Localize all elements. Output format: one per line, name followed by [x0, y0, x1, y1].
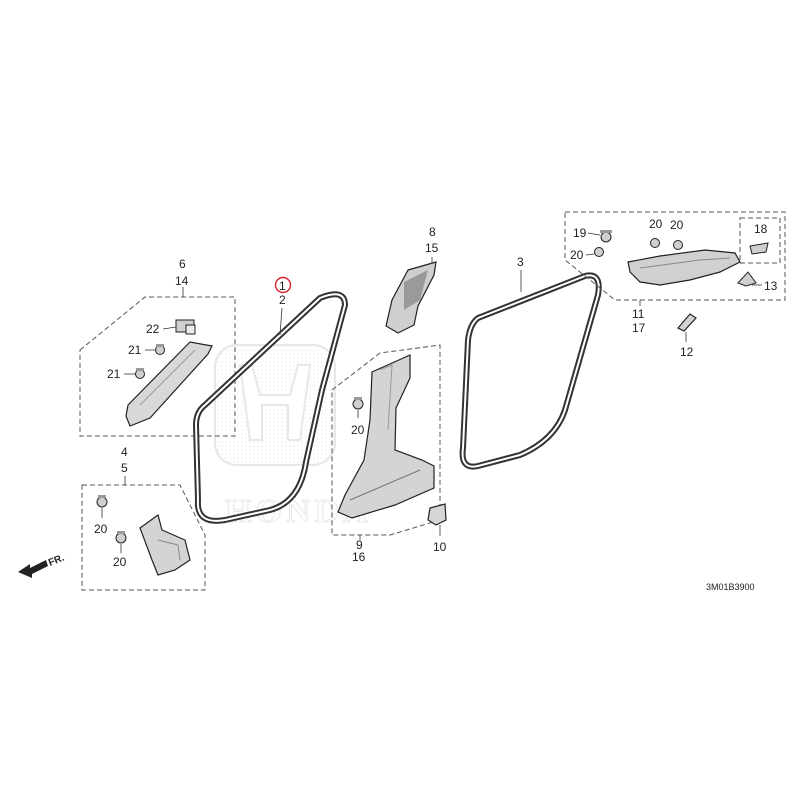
label-20-kick-b: 20: [113, 555, 127, 569]
front-label: FR.: [47, 552, 66, 568]
front-arrow-icon: [18, 560, 48, 578]
label-14: 14: [175, 274, 189, 288]
group-lower-pillar-garnish: 20 9 16: [331, 344, 441, 564]
small-bracket-12: [677, 313, 697, 332]
label-20-box-b: 20: [649, 217, 663, 231]
clip-20-box-c-icon: [673, 240, 683, 250]
label-16: 16: [352, 550, 366, 564]
clip-13-icon: [737, 271, 757, 287]
part-front-door-weatherstrip: 1 2: [193, 276, 348, 524]
label-5: 5: [121, 461, 128, 475]
clip-18-icon: [749, 242, 769, 255]
kick-panel: [139, 514, 191, 576]
label-19: 19: [573, 226, 587, 240]
group-kick-panel: 4 5 20 20: [81, 445, 206, 591]
label-13: 13: [764, 279, 778, 293]
diagram-code: 3M01B3900: [706, 582, 755, 592]
rear-weatherstrip: [459, 272, 602, 470]
label-20-box-c: 20: [670, 218, 684, 232]
part-rear-door-weatherstrip: 3: [459, 255, 602, 470]
label-22: 22: [146, 322, 160, 336]
part-10: 10: [427, 503, 447, 554]
front-pillar-garnish: [125, 341, 213, 427]
label-10: 10: [433, 540, 447, 554]
clip-20-pillar-icon: [352, 397, 364, 410]
clip-20-kick-b-icon: [115, 531, 127, 544]
label-21b: 21: [107, 367, 121, 381]
clip-21b-icon: [135, 368, 145, 379]
clip-20-kick-a-icon: [96, 495, 108, 508]
label-17: 17: [632, 321, 646, 335]
label-18: 18: [754, 222, 768, 236]
label-9: 9: [356, 538, 363, 552]
label-11: 11: [632, 307, 645, 321]
label-2: 2: [279, 293, 286, 307]
part-12: 12: [677, 313, 697, 359]
label-20-pillar: 20: [351, 423, 365, 437]
label-20-kick-a: 20: [94, 522, 108, 536]
clip-20-box-a-icon: [594, 247, 604, 257]
part-upper-pillar-garnish: 8 15: [385, 225, 439, 334]
highlight-circle: [274, 276, 292, 294]
label-20-box-a: 20: [570, 248, 584, 262]
label-8: 8: [429, 225, 436, 239]
label-15: 15: [425, 241, 439, 255]
clip-19-icon: [600, 230, 612, 243]
small-cover-10: [427, 503, 447, 526]
clip-22-icon: [175, 319, 196, 335]
front-direction-indicator: FR.: [18, 552, 66, 578]
label-12: 12: [680, 345, 694, 359]
clip-20-box-b-icon: [650, 238, 660, 248]
label-21a: 21: [128, 343, 142, 357]
group-front-pillar-garnish: 6 14 22 21 21: [79, 257, 236, 437]
group-rear-side-trim: 19 20 20 20 18 13 11 17: [564, 211, 786, 335]
clip-21a-icon: [155, 344, 165, 355]
lower-pillar-garnish: [337, 354, 435, 519]
label-6: 6: [179, 257, 186, 271]
label-4: 4: [121, 445, 128, 459]
label-3: 3: [517, 255, 524, 269]
label-1: 1: [279, 279, 286, 293]
